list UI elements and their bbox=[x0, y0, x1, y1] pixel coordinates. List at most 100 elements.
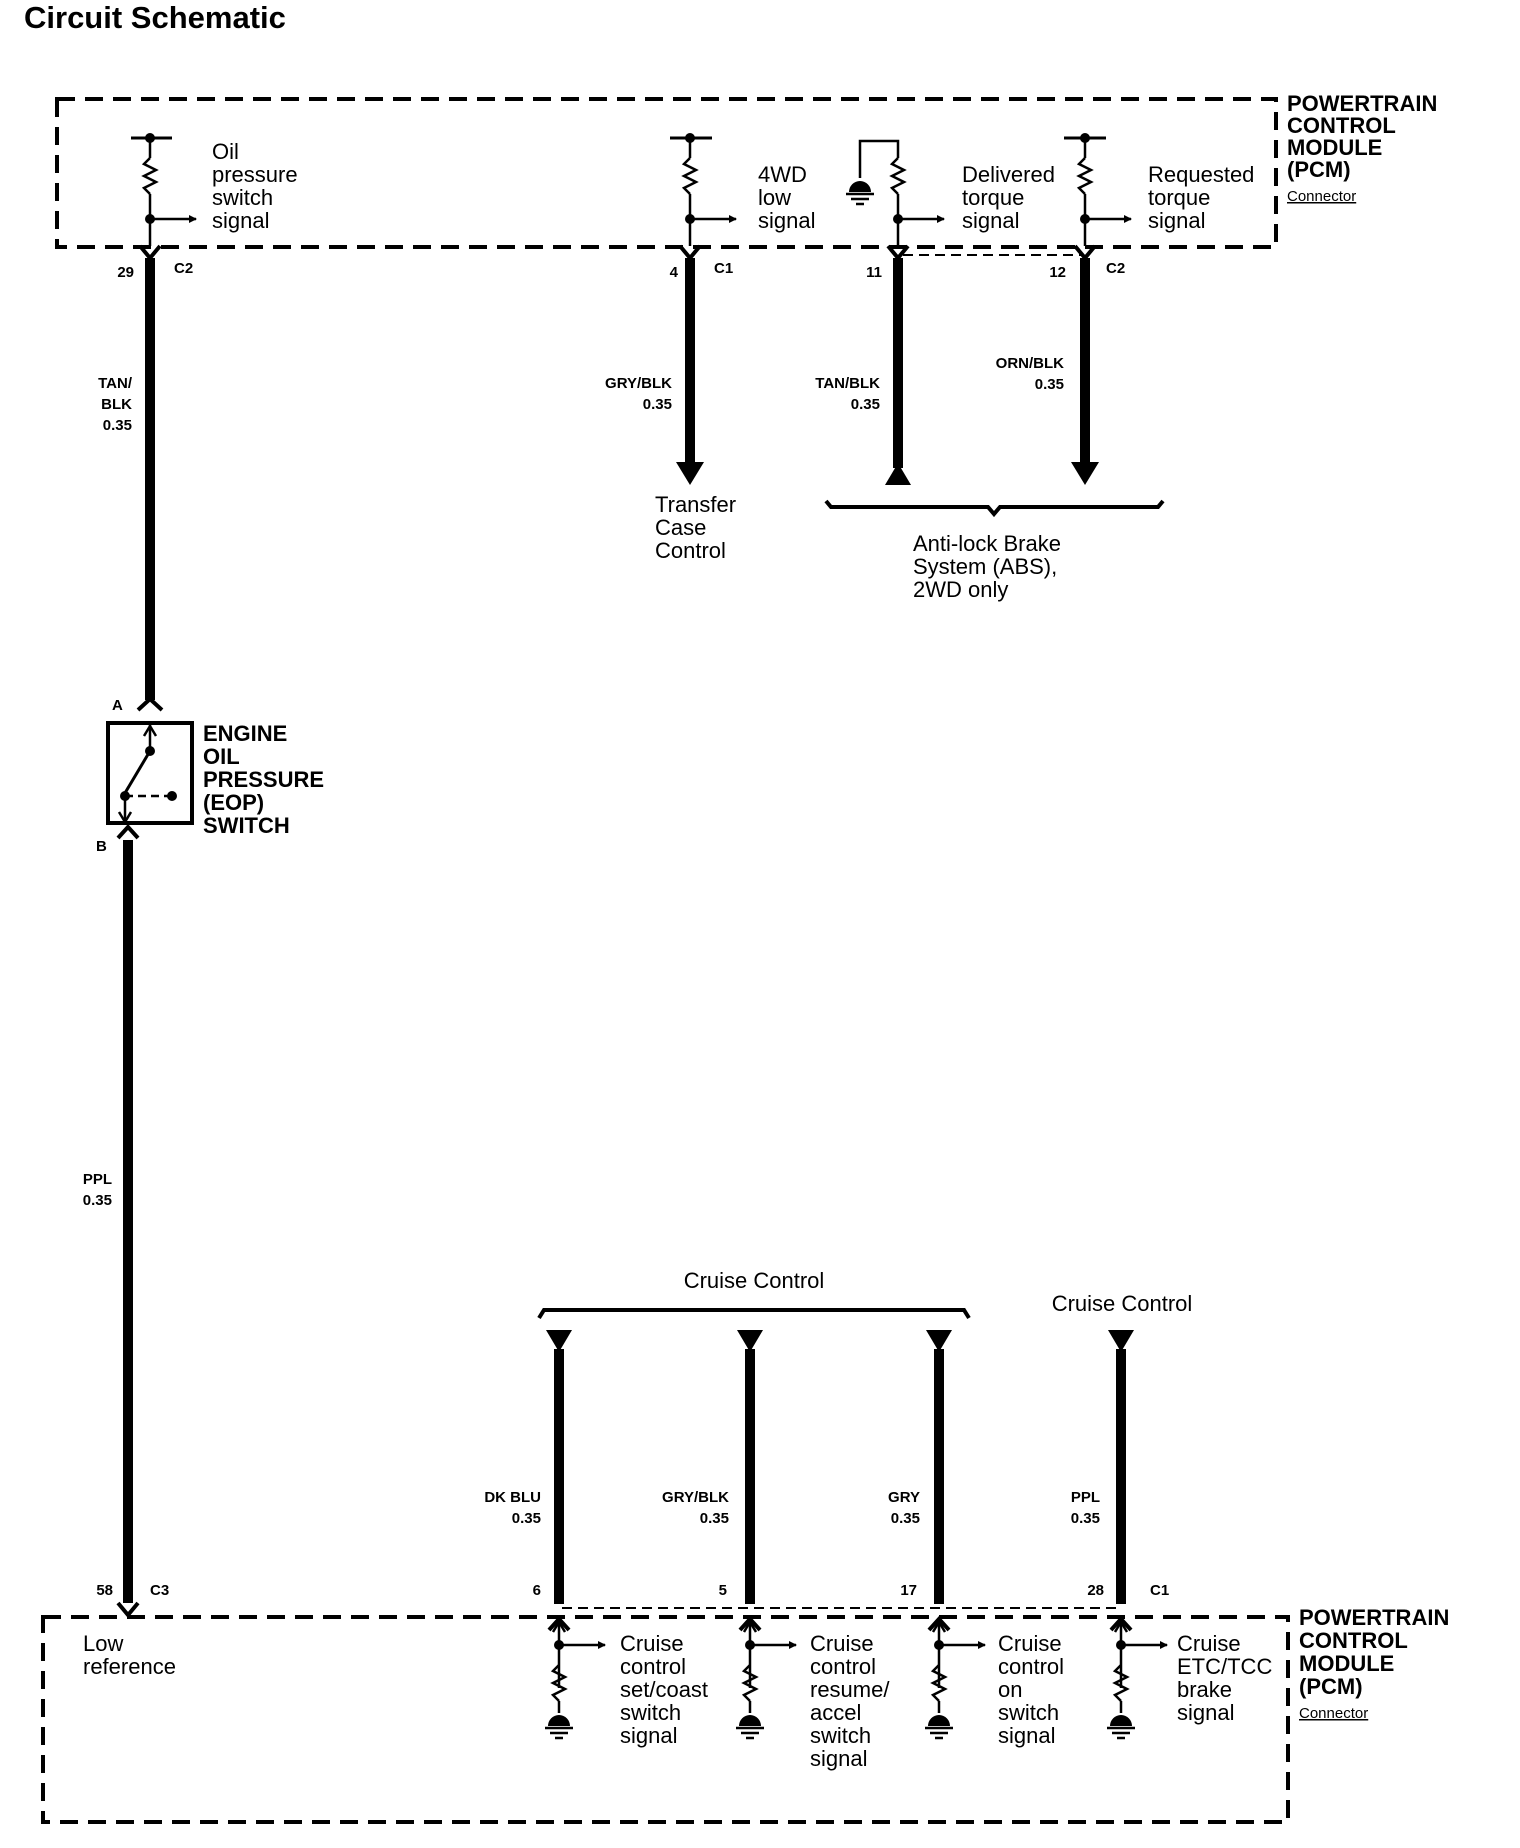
svg-text:DK BLU: DK BLU bbox=[484, 1489, 541, 1506]
svg-text:TAN/BLK: TAN/BLK bbox=[815, 375, 880, 392]
transfer-case-control-label: Transfer Case Control bbox=[655, 492, 736, 563]
svg-text:signal: signal bbox=[1148, 208, 1205, 233]
svg-text:Cruise: Cruise bbox=[998, 1631, 1062, 1656]
svg-text:Requested: Requested bbox=[1148, 162, 1254, 187]
pcm-top: POWERTRAIN CONTROL MODULE (PCM) Connecto… bbox=[55, 91, 1437, 256]
bottom-circuit-resume-accel: Cruise control resume/ accel switch sign… bbox=[736, 1616, 890, 1771]
pin-11: 11 bbox=[866, 264, 882, 281]
top-pin-labels: 29 C2 4 C1 11 12 C2 bbox=[117, 260, 1125, 281]
svg-text:MODULE: MODULE bbox=[1299, 1651, 1394, 1676]
svg-text:BLK: BLK bbox=[101, 396, 132, 413]
wire-4-gry-blk: GRY/BLK 0.35 bbox=[605, 258, 704, 485]
svg-text:signal: signal bbox=[620, 1723, 677, 1748]
svg-text:0.35: 0.35 bbox=[83, 1192, 112, 1209]
svg-text:0.35: 0.35 bbox=[700, 1510, 729, 1527]
svg-text:(EOP): (EOP) bbox=[203, 790, 264, 815]
top-circuit-requested-torque: Requested torque signal bbox=[1064, 133, 1254, 262]
svg-text:PRESSURE: PRESSURE bbox=[203, 767, 324, 792]
svg-text:reference: reference bbox=[83, 1654, 176, 1679]
bottom-pin-labels: 6 5 17 28 C1 bbox=[533, 1582, 1170, 1599]
svg-text:set/coast: set/coast bbox=[620, 1677, 708, 1702]
svg-text:MODULE: MODULE bbox=[1287, 135, 1382, 160]
svg-text:torque: torque bbox=[1148, 185, 1210, 210]
bottom-circuit-on-switch: Cruise control on switch signal bbox=[925, 1616, 1064, 1748]
arrow-up-icon bbox=[885, 463, 911, 485]
svg-text:C1: C1 bbox=[714, 260, 733, 277]
low-reference-label: Low bbox=[83, 1631, 123, 1656]
svg-text:0.35: 0.35 bbox=[1071, 1510, 1100, 1527]
pin-6: 6 bbox=[533, 1582, 541, 1599]
svg-text:C3: C3 bbox=[150, 1582, 169, 1599]
svg-text:GRY/BLK: GRY/BLK bbox=[662, 1489, 729, 1506]
svg-text:PPL: PPL bbox=[1071, 1489, 1100, 1506]
wire-11-tan-blk: TAN/BLK 0.35 bbox=[815, 258, 911, 485]
svg-text:0.35: 0.35 bbox=[512, 1510, 541, 1527]
wire-6-dk-blu: DK BLU 0.35 bbox=[484, 1330, 572, 1604]
svg-text:signal: signal bbox=[998, 1723, 1055, 1748]
wire-12-orn-blk: ORN/BLK 0.35 bbox=[996, 258, 1099, 485]
svg-text:OIL: OIL bbox=[203, 744, 240, 769]
svg-text:PPL: PPL bbox=[83, 1171, 112, 1188]
pin-28: 28 bbox=[1087, 1582, 1104, 1599]
svg-text:GRY/BLK: GRY/BLK bbox=[605, 375, 672, 392]
svg-text:ETC/TCC: ETC/TCC bbox=[1177, 1654, 1272, 1679]
svg-text:ENGINE: ENGINE bbox=[203, 721, 287, 746]
svg-text:signal: signal bbox=[810, 1746, 867, 1771]
eop-switch: A B ENGINE OIL PRESSURE (EOP) SWITCH bbox=[96, 696, 324, 855]
top-circuit-delivered-torque: Delivered torque signal bbox=[846, 139, 1055, 262]
ground-icon bbox=[849, 181, 871, 192]
svg-text:2WD only: 2WD only bbox=[913, 577, 1008, 602]
svg-text:0.35: 0.35 bbox=[891, 1510, 920, 1527]
pcm-bottom-connector-label: Connector bbox=[1299, 1705, 1368, 1722]
svg-text:on: on bbox=[998, 1677, 1022, 1702]
svg-text:0.35: 0.35 bbox=[643, 396, 672, 413]
svg-text:(PCM): (PCM) bbox=[1287, 157, 1351, 182]
wire-17-gry: GRY 0.35 bbox=[888, 1330, 952, 1604]
pcm-bottom: Low reference POWERTRAIN CONTROL MODULE … bbox=[41, 1605, 1449, 1824]
svg-text:(PCM): (PCM) bbox=[1299, 1674, 1363, 1699]
svg-text:control: control bbox=[620, 1654, 686, 1679]
eop-pin-b: B bbox=[96, 838, 107, 855]
svg-text:switch: switch bbox=[810, 1723, 871, 1748]
svg-text:Transfer: Transfer bbox=[655, 492, 736, 517]
svg-text:POWERTRAIN: POWERTRAIN bbox=[1287, 91, 1437, 116]
pin-5: 5 bbox=[719, 1582, 727, 1599]
svg-text:C1: C1 bbox=[1150, 1582, 1169, 1599]
svg-text:ORN/BLK: ORN/BLK bbox=[996, 355, 1064, 372]
pin-58: 58 bbox=[96, 1582, 113, 1599]
svg-text:System (ABS),: System (ABS), bbox=[913, 554, 1057, 579]
svg-text:0.35: 0.35 bbox=[1035, 376, 1064, 393]
arrow-down-icon bbox=[1071, 462, 1099, 485]
svg-text:4WD: 4WD bbox=[758, 162, 807, 187]
svg-text:POWERTRAIN: POWERTRAIN bbox=[1299, 1605, 1449, 1630]
svg-text:control: control bbox=[810, 1654, 876, 1679]
cruise-control-single-label: Cruise Control bbox=[1052, 1291, 1193, 1316]
eop-pin-a: A bbox=[112, 697, 123, 714]
svg-text:Cruise: Cruise bbox=[620, 1631, 684, 1656]
svg-text:signal: signal bbox=[212, 208, 269, 233]
svg-text:switch: switch bbox=[620, 1700, 681, 1725]
svg-text:Oil: Oil bbox=[212, 139, 239, 164]
svg-text:Delivered: Delivered bbox=[962, 162, 1055, 187]
svg-text:0.35: 0.35 bbox=[851, 396, 880, 413]
abs-group: Anti-lock Brake System (ABS), 2WD only bbox=[824, 499, 1165, 602]
bottom-circuit-set-coast: Cruise control set/coast switch signal bbox=[545, 1616, 708, 1748]
wire-5-gry-blk: GRY/BLK 0.35 bbox=[662, 1330, 763, 1604]
svg-text:Case: Case bbox=[655, 515, 706, 540]
ground-icon bbox=[739, 1715, 761, 1726]
svg-text:low: low bbox=[758, 185, 791, 210]
svg-text:torque: torque bbox=[962, 185, 1024, 210]
svg-text:Cruise: Cruise bbox=[1177, 1631, 1241, 1656]
svg-text:CONTROL: CONTROL bbox=[1299, 1628, 1408, 1653]
svg-text:switch: switch bbox=[212, 185, 273, 210]
svg-text:Cruise: Cruise bbox=[810, 1631, 874, 1656]
svg-text:SWITCH: SWITCH bbox=[203, 813, 290, 838]
wire-58-ppl: PPL 0.35 58 C3 bbox=[83, 840, 169, 1619]
cruise-control-group: Cruise Control bbox=[537, 1268, 971, 1320]
svg-text:Anti-lock Brake: Anti-lock Brake bbox=[913, 531, 1061, 556]
svg-text:signal: signal bbox=[1177, 1700, 1234, 1725]
page-title: Circuit Schematic bbox=[24, 0, 286, 35]
bottom-circuit-brake: Cruise ETC/TCC brake signal bbox=[1107, 1616, 1272, 1740]
ground-icon bbox=[1110, 1715, 1132, 1726]
